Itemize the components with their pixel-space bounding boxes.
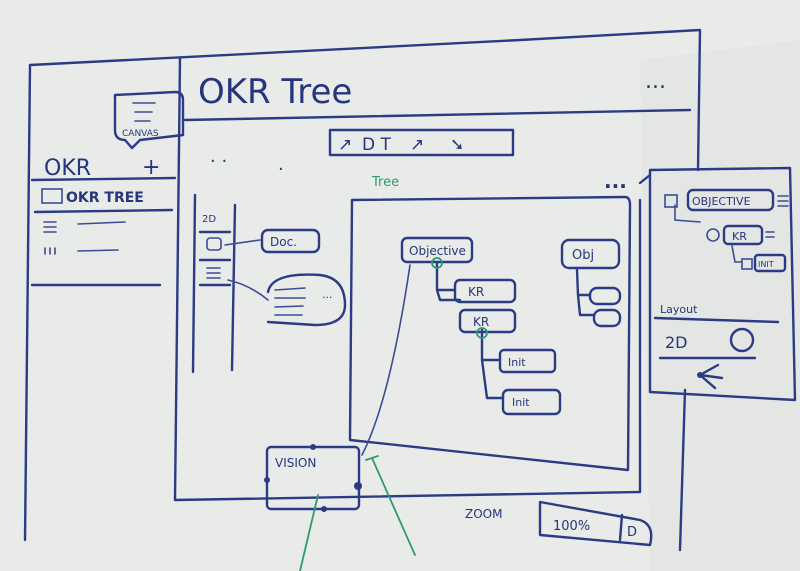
sidebar-item-label: OKR TREE [66,190,144,206]
tree-connectors [435,260,596,400]
inspector-kr-label: KR [732,230,747,243]
left-tool-strip[interactable]: 2D [191,193,237,374]
inspector-objective-row[interactable]: OBJECTIVE [664,188,789,212]
toolbar[interactable]: ↗ D T ↗ ➘ [328,128,515,157]
inspector-kr-row[interactable]: KR [706,224,775,246]
image-icon [41,188,63,204]
node-label: Init [512,396,530,409]
sidebar-item-okr-tree[interactable]: OKR TREE [41,188,144,206]
dots: . [278,154,284,175]
dots: . . [210,146,227,167]
list-more[interactable]: ... [322,288,333,301]
connection-handle[interactable] [321,506,327,512]
annotation-arrows [299,455,416,571]
inspector-tree-lines [674,204,743,263]
node-label: Init [508,356,526,369]
collapsed-node[interactable] [588,286,622,306]
zoom-select[interactable]: 100% D [538,500,653,547]
list-lines [274,287,306,316]
inspector-init-row[interactable]: INIT [741,253,787,273]
node-label: KR [468,285,484,299]
drag-handle-icon[interactable] [765,231,775,238]
connection-handle[interactable] [310,444,316,450]
inspector-objective-label: OBJECTIVE [692,195,751,208]
connection-handle[interactable] [264,477,270,483]
collapsed-node[interactable] [592,308,622,328]
zoom-dropdown[interactable]: D [627,525,637,540]
app-menu-dots[interactable]: ... [645,69,666,94]
arrow-icon: ↗ [338,135,352,155]
arrow-tool-icon: ➘ [450,135,464,155]
whiteboard-shadow [640,40,800,571]
check-icon[interactable] [706,228,720,242]
connection-handle[interactable] [354,482,362,490]
canvas-more-button[interactable]: ... [604,169,627,193]
card-tool-icon[interactable] [206,237,222,251]
share-icon[interactable] [697,363,724,390]
tree-node-init[interactable]: Init [501,388,562,416]
node-label: KR [473,315,489,329]
canvas-popover[interactable]: CANVAS [113,90,185,150]
list-tool-icon[interactable] [206,267,221,279]
sidebar-heading: OKR [44,156,91,181]
tree-node-objective[interactable]: Objective [400,236,474,264]
checkbox[interactable] [741,258,753,270]
app-title: OKR Tree [198,72,352,112]
node-label: Objective [409,244,466,258]
layout-2d-button[interactable]: 2D [202,214,216,225]
zoom-value: 100% [553,519,590,534]
tree-node-kr[interactable]: KR [453,278,517,304]
tree-node-init[interactable]: Init [498,348,557,374]
zoom-label: ZOOM [465,507,502,521]
canvas-popover-label: CANVAS [122,129,159,139]
link-icon: ↗ [410,135,424,155]
expand-handle[interactable] [431,257,443,269]
tab-tree[interactable]: Tree [371,175,399,190]
link-arrow [361,264,411,456]
connector-arrows [224,239,269,301]
tree-node-obj[interactable]: Obj [560,238,621,270]
doc-card[interactable]: Doc. [260,228,321,254]
vision-node[interactable]: VISION [264,444,362,512]
inspector-init-label: INIT [758,260,774,269]
drag-handle-icon[interactable] [777,195,789,207]
sidebar-divider [30,176,177,287]
inspector-panel [638,166,797,402]
add-button[interactable]: + [142,155,160,180]
canvas-area [348,195,632,472]
expand-handle[interactable] [476,327,488,339]
sidebar-item-placeholder[interactable] [43,221,126,255]
menu-icon [132,102,156,122]
header-divider [183,108,692,122]
layout-2d-option[interactable]: 2D [665,333,688,352]
doc-card-label: Doc. [270,235,297,249]
layout-tree-option[interactable] [729,327,755,353]
list-card[interactable]: ... [266,273,347,327]
vision-node-label: VISION [275,456,316,470]
app-window-frame [23,28,702,552]
toolbar-label: D T [362,135,391,155]
checkbox[interactable] [664,194,678,208]
layout-label: Layout [660,303,698,316]
node-label: Obj [572,248,594,263]
